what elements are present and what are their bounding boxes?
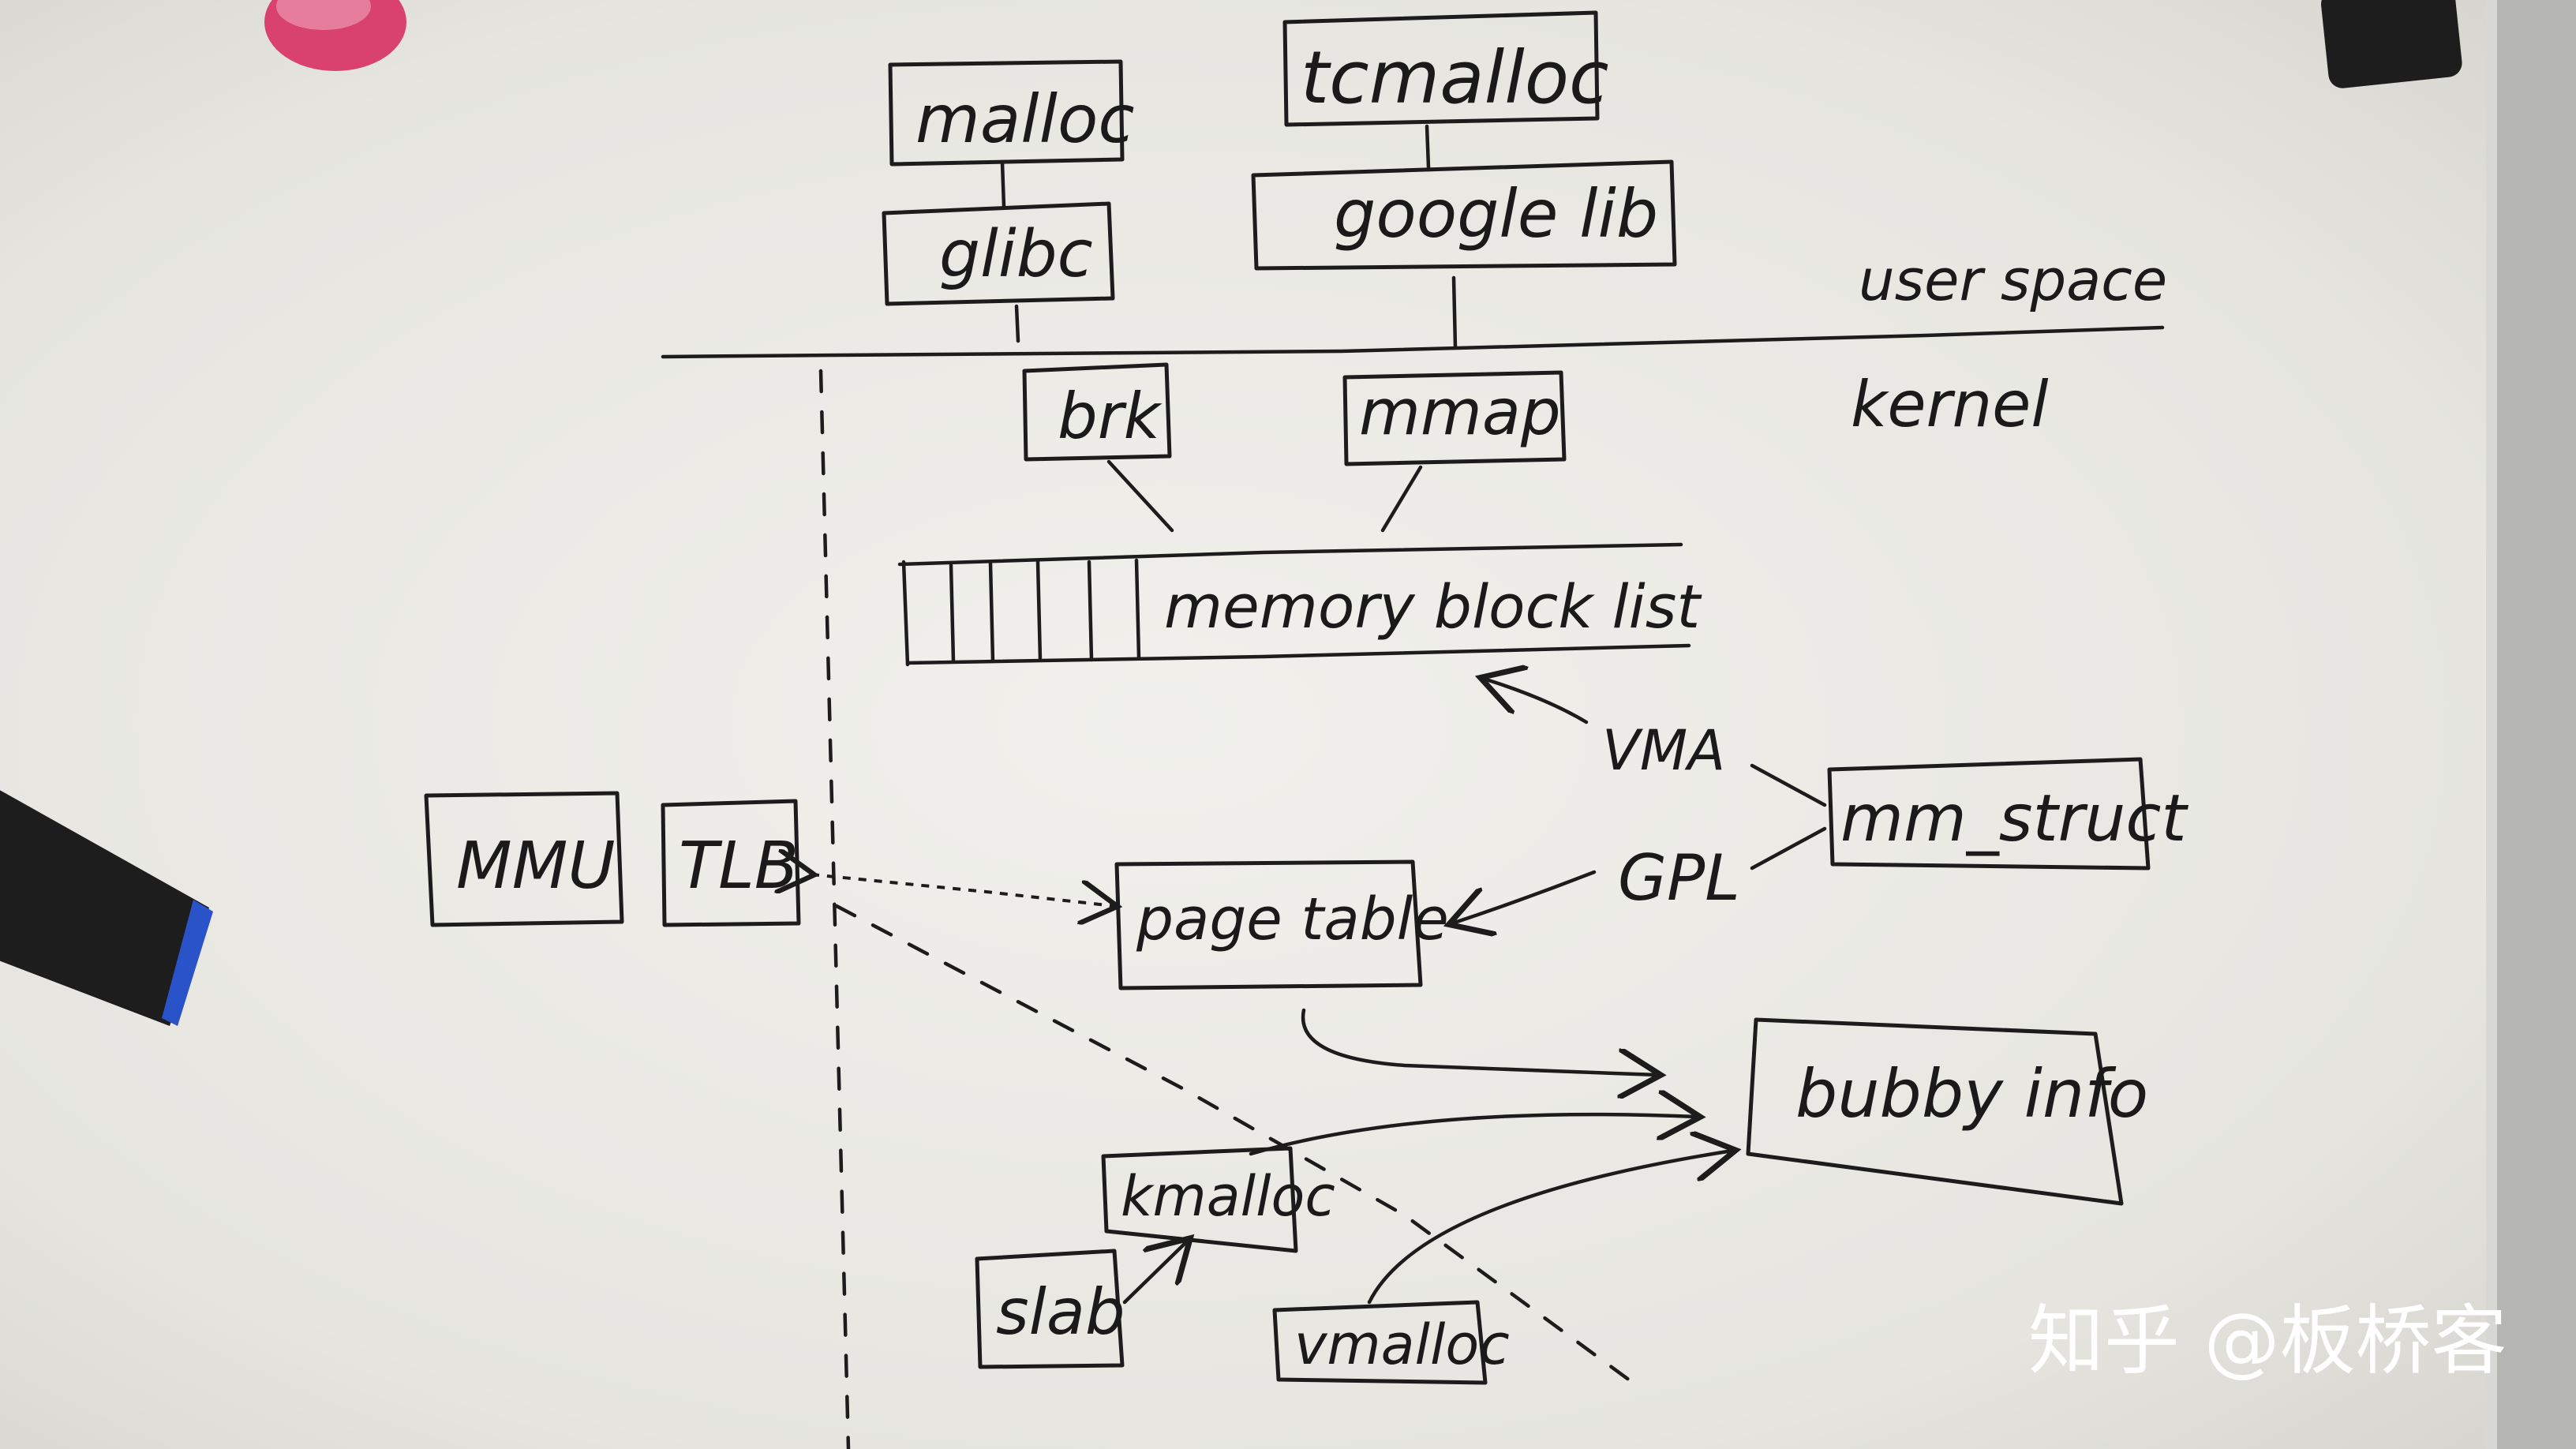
kmalloc-to-bubby-arrow [1249,1114,1697,1156]
vma-arrow [1484,679,1589,724]
mmap-box: mmap [1342,370,1567,466]
vmalloc-label: vmalloc [1294,1312,1510,1377]
slab-to-kmalloc-arrow [1122,1241,1188,1305]
page-table-box: page table [1114,859,1449,990]
memory-block-list-label: memory block list [1164,571,1702,642]
brk-label: brk [1058,380,1163,453]
eraser-top-right [2320,0,2462,88]
magnet [264,0,406,71]
mmu-box: MMU [424,791,624,927]
tlb-pagetable-arrow [811,874,1114,906]
pagetable-to-bubby-arrow [1301,1008,1657,1075]
watermark: 知乎 @板桥客 [2028,1297,2507,1385]
vmalloc-box: vmalloc [1272,1300,1510,1385]
tlb-dashed-diagonal [834,904,1644,1391]
gpl-arrow [1452,870,1597,923]
mm-struct-label: mm_struct [1840,781,2188,856]
brk-to-blocklist [1106,459,1174,533]
marker-left [0,790,213,1026]
tcmalloc-box: tcmalloc [1282,10,1609,127]
tlb-label: TLB [679,829,799,904]
memory-block-list: memory block list [897,542,1702,667]
bubby-info-box: bubby info [1746,1017,2148,1206]
user-space-label: user space [1859,247,2167,313]
slab-box: slab [975,1249,1125,1369]
google-lib-label: google lib [1334,175,1658,253]
gpl-label: GPL [1618,841,1740,915]
kernel-label: kernel [1851,368,2049,441]
board-frame-right [2486,0,2576,1449]
user-kernel-divider [661,325,2165,359]
kmalloc-label: kmalloc [1121,1164,1335,1229]
malloc-glibc-link [1000,160,1006,209]
mmu-label: MMU [456,829,616,904]
tcmalloc-googlelib-link [1425,124,1431,170]
tcmalloc-label: tcmalloc [1301,36,1609,120]
brk-box: brk [1022,362,1172,462]
mmstruct-to-vma [1750,763,1827,807]
malloc-label: malloc [915,80,1135,158]
vmalloc-to-bubby-arrow [1367,1151,1732,1305]
mmap-label: mmap [1359,376,1561,449]
glibc-label: glibc [939,217,1093,292]
kmalloc-box: kmalloc [1101,1146,1335,1253]
bubby-info-label: bubby info [1795,1055,2148,1133]
vma-label: VMA [1602,718,1725,783]
mmap-to-blocklist [1380,465,1423,533]
mmstruct-to-gpl [1750,826,1827,871]
google-lib-box: google lib [1251,159,1677,271]
glibc-box: glibc [882,201,1115,306]
page-table-label: page table [1136,886,1449,953]
mm-struct-box: mm_struct [1827,757,2188,871]
malloc-box: malloc [888,59,1135,167]
slab-label: slab [996,1275,1125,1349]
